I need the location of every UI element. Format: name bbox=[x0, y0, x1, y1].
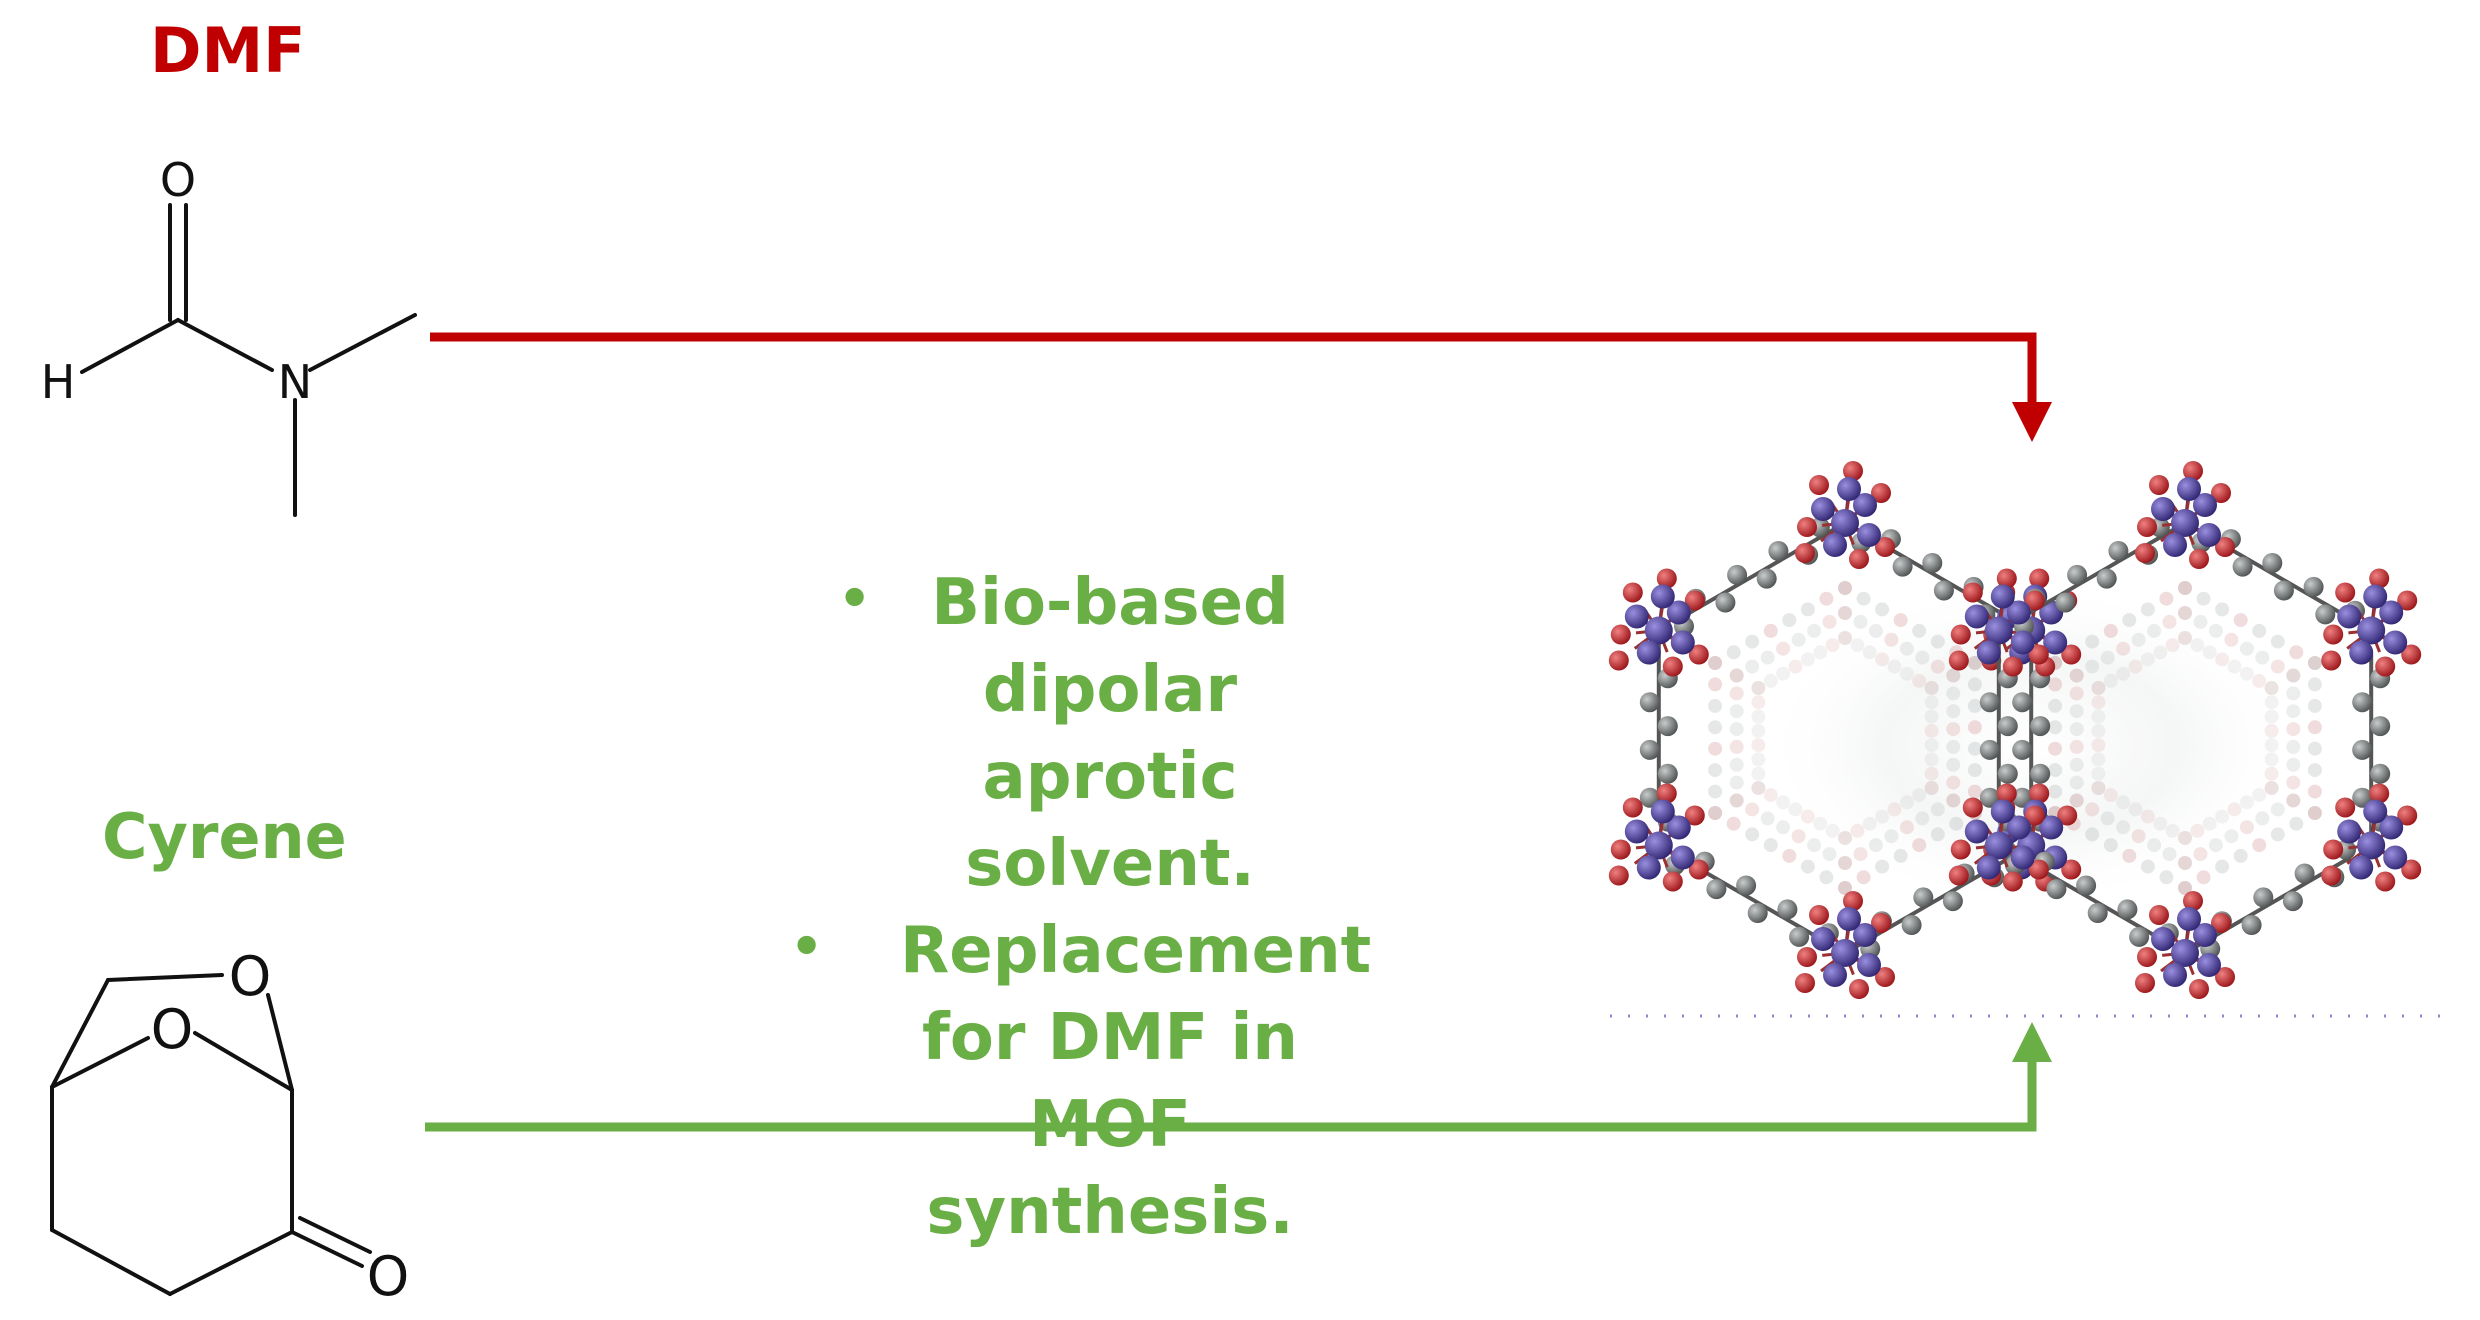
mof-framework-icon bbox=[1608, 461, 2450, 1018]
cyrene-bridge-oxygen-atom: O bbox=[229, 945, 272, 1008]
cyrene-title: Cyrene bbox=[102, 800, 347, 873]
cyrene-arrow bbox=[425, 1022, 2052, 1132]
dmf-oxygen-atom: O bbox=[160, 153, 196, 207]
cyrene-structure bbox=[50, 973, 372, 1296]
cyrene-ketone-oxygen-atom: O bbox=[367, 1245, 410, 1308]
bullet-marker: • bbox=[790, 917, 824, 977]
dmf-title: DMF bbox=[150, 14, 306, 87]
dmf-structure bbox=[80, 203, 417, 517]
dmf-arrow bbox=[430, 332, 2052, 442]
dmf-nitrogen-atom: N bbox=[278, 355, 312, 409]
bullet-marker: • bbox=[838, 569, 872, 629]
cyrene-ring-oxygen-atom: O bbox=[151, 998, 194, 1061]
dmf-hydrogen-atom: H bbox=[41, 355, 76, 409]
